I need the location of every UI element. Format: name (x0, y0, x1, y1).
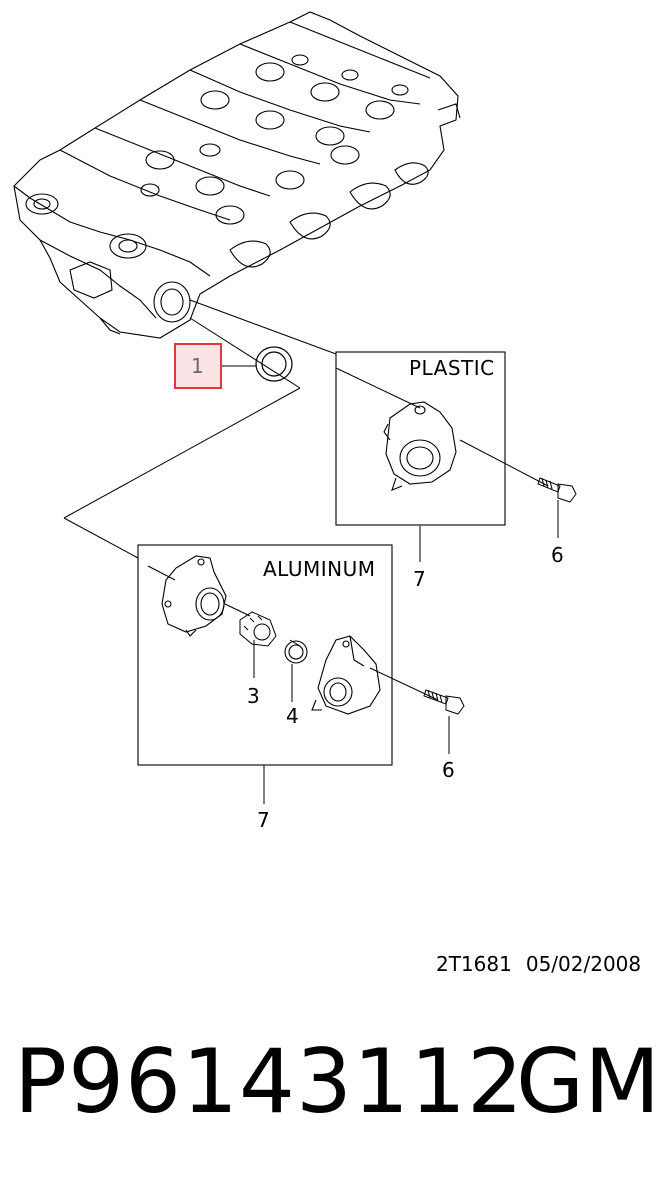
callout-housing-plastic: 7 (413, 567, 426, 591)
callout-o-ring: 4 (286, 704, 299, 728)
callout-bolt-aluminum: 6 (442, 758, 455, 782)
bolt-aluminum (423, 689, 465, 715)
bolt-plastic (537, 477, 577, 503)
aluminum-housing-flange (161, 555, 227, 637)
plastic-box-title: PLASTIC (409, 356, 495, 380)
aluminum-outlet-housing (311, 635, 381, 715)
diagram-reference: 2T1681 05/02/2008 (436, 953, 655, 975)
part-number: P96143112 (14, 1030, 524, 1133)
thermostat-part-3 (239, 611, 277, 647)
callout-highlight-box (174, 343, 222, 389)
reference-code: 2T1681 (436, 952, 512, 976)
callout-gasket: 1 (191, 354, 204, 378)
leader-lines (63, 299, 559, 804)
plastic-box (335, 351, 506, 526)
callout-housing-aluminum: 7 (257, 808, 270, 832)
aluminum-box-title: ALUMINUM (263, 557, 376, 581)
brand-name: GM (516, 1030, 661, 1133)
reference-date: 05/02/2008 (525, 952, 642, 976)
plastic-thermostat-housing (383, 401, 457, 491)
cylinder-head-drawing (13, 11, 461, 339)
o-ring-part-4 (284, 640, 308, 664)
aluminum-box (137, 544, 393, 766)
plastic-housing-group (335, 351, 577, 526)
callout-bolt-plastic: 6 (551, 543, 564, 567)
aluminum-housing-group (137, 544, 465, 766)
callout-thermostat: 3 (247, 684, 260, 708)
